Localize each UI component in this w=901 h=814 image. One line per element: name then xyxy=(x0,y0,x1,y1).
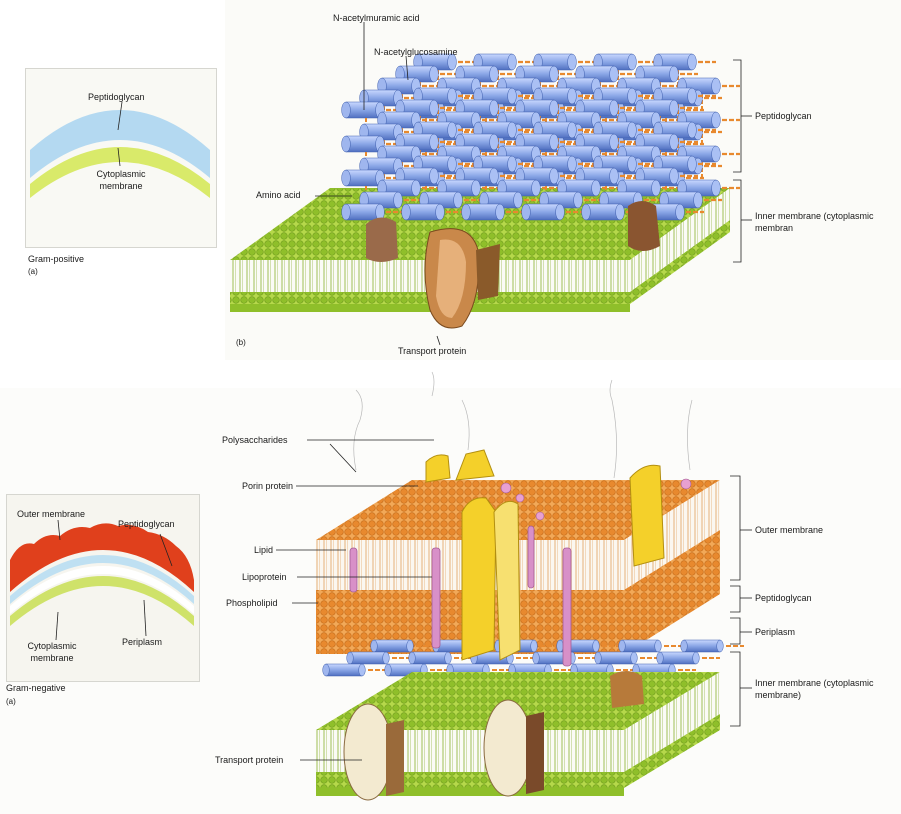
bottom-peptidoglycan-layer xyxy=(323,640,744,676)
gram-negative-peptidoglycan-label: Peptidoglycan xyxy=(118,520,175,529)
gram-positive-letter: (a) xyxy=(28,268,38,276)
gram-negative-outer-membrane-label: Outer membrane xyxy=(17,510,85,519)
periplasm-inset-label: Periplasm xyxy=(122,638,162,647)
amino-acid-label: Amino acid xyxy=(256,191,301,200)
lipid-label: Lipid xyxy=(254,546,273,555)
gram-positive-peptidoglycan-label: Peptidoglycan xyxy=(88,93,145,102)
phospholipid-label: Phospholipid xyxy=(226,599,278,608)
periplasm-label: Periplasm xyxy=(755,628,795,637)
gram-negative-cytoplasmic-membrane-label: Cytoplasmic membrane xyxy=(20,640,84,664)
top-inner-membrane-label: Inner membrane (cytoplasmic membran xyxy=(755,210,901,234)
lipoprotein-label: Lipoprotein xyxy=(242,573,287,582)
gram-positive-caption: Gram-positive xyxy=(28,255,84,264)
gram-negative-letter: (a) xyxy=(6,698,16,706)
top-membrane-protein-left xyxy=(366,217,398,262)
top-peptidoglycan-block xyxy=(342,54,740,220)
bottom-brackets xyxy=(730,476,752,726)
gram-positive-cytoplasmic-membrane-label: Cytoplasmic membrane xyxy=(96,168,146,192)
polysaccharides-label: Polysaccharides xyxy=(222,436,288,445)
top-membrane-protein-right xyxy=(628,201,660,251)
bottom-peptidoglycan-label: Peptidoglycan xyxy=(755,594,812,603)
bottom-transport-protein-label: Transport protein xyxy=(215,756,283,765)
outer-membrane-label: Outer membrane xyxy=(755,526,823,535)
nag-label: N-acetylglucosamine xyxy=(374,48,458,57)
polysaccharide-chains xyxy=(354,372,692,478)
bottom-inner-membrane-label: Inner membrane (cytoplasmic membrane) xyxy=(755,677,899,701)
gram-negative-caption: Gram-negative xyxy=(6,684,66,693)
top-brackets xyxy=(733,60,752,262)
top-letter: (b) xyxy=(236,339,246,347)
nam-label: N-acetylmuramic acid xyxy=(333,14,420,23)
gram-negative-arcs xyxy=(10,523,194,626)
top-transport-protein-label: Transport protein xyxy=(398,347,466,356)
top-peptidoglycan-label: Peptidoglycan xyxy=(755,112,812,121)
porin-protein-label: Porin protein xyxy=(242,482,293,491)
